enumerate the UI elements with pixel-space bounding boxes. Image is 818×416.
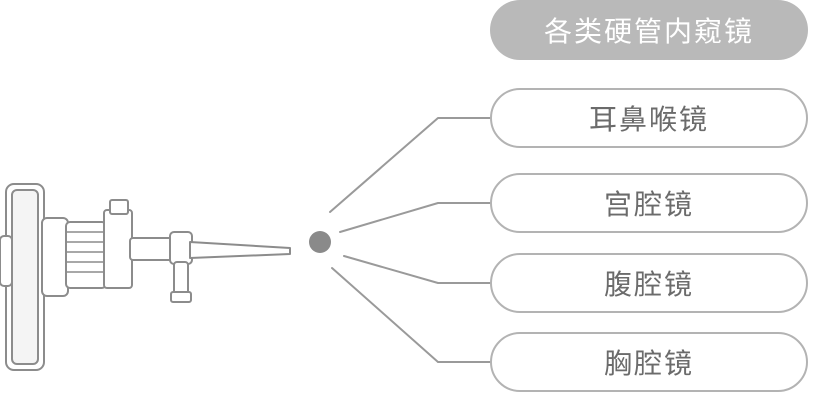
endoscope-type-laparoscope: 腹腔镜 (490, 253, 808, 313)
category-header-pill: 各类硬管内窥镜 (490, 0, 808, 60)
rigid-endoscope-icon (0, 183, 291, 371)
endoscope-type-label: 腹腔镜 (603, 268, 694, 301)
connector-line (331, 267, 493, 363)
endoscope-type-hysteroscope: 宫腔镜 (490, 173, 808, 233)
connector-line (339, 202, 493, 233)
endoscope-type-label: 耳鼻喉镜 (588, 103, 709, 136)
endoscope-type-thoracoscope: 胸腔镜 (490, 332, 808, 392)
connector-line (343, 255, 493, 284)
endoscope-type-label: 宫腔镜 (603, 188, 694, 221)
category-header-label: 各类硬管内窥镜 (543, 15, 754, 48)
endoscope-type-label: 胸腔镜 (603, 347, 694, 380)
connector-line (329, 117, 493, 213)
endoscope-type-ent: 耳鼻喉镜 (490, 88, 808, 148)
hub-dot-icon (309, 231, 331, 253)
